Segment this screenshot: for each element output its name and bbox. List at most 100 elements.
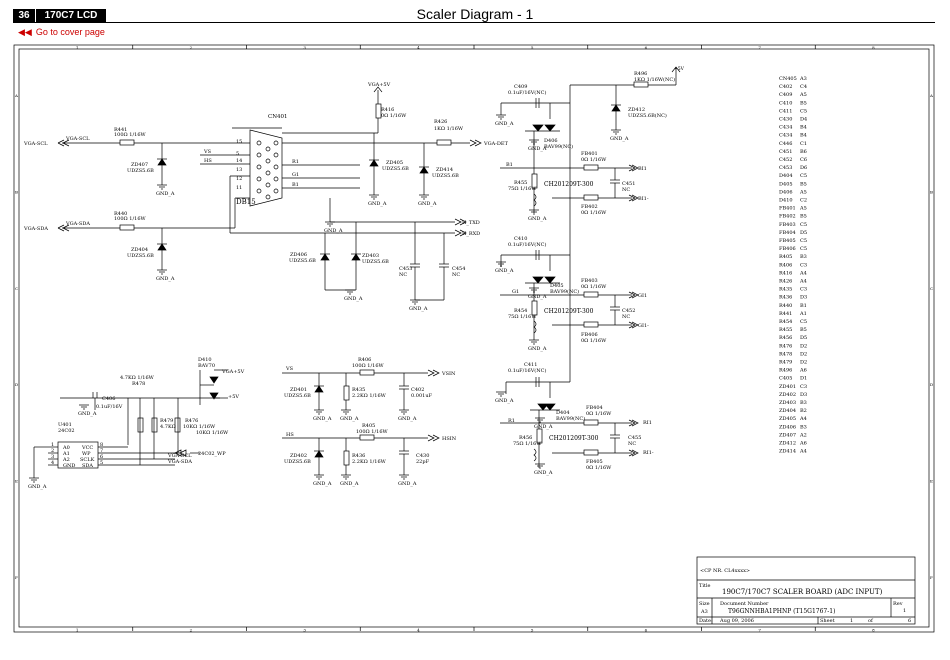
hs-label: HS: [204, 158, 212, 164]
vga-scl-label: VGA-SCL: [23, 141, 48, 147]
bom-part-ref: FB401: [779, 206, 796, 212]
eeprom-pin-wp: WP: [82, 451, 91, 457]
bom-part-ref: FB402: [779, 214, 796, 220]
r455-ref: R455: [514, 180, 527, 186]
rgb-block: [500, 98, 639, 213]
bom-part-ref: C434: [779, 125, 792, 131]
eeprom-pin-a0: A0: [62, 445, 70, 451]
bom-grid-loc: C3: [800, 384, 807, 390]
c452-value: NC: [622, 314, 630, 320]
frame-col-label: 8: [872, 45, 875, 50]
frame-col-label: 5: [531, 45, 534, 50]
bom-grid-loc: D2: [800, 351, 807, 357]
bom-grid-loc: A3: [799, 76, 807, 82]
bom-part-ref: ZD412: [779, 441, 796, 447]
r435-value: 2.2KΩ 1/16W: [352, 393, 387, 399]
d404-ref: D404: [556, 410, 570, 416]
frame-col-label: 1: [76, 45, 79, 50]
db15-pin: [265, 146, 271, 152]
bom-part-ref: ZD404: [779, 408, 796, 414]
cn401-label: CN401: [268, 114, 288, 120]
b1-label: B1: [292, 182, 299, 188]
rgb-block: [500, 377, 639, 468]
bom-part-ref: ZD401: [779, 384, 796, 390]
bom-part-ref: R416: [779, 270, 792, 276]
vga-sda-label-2: VGA-SDA: [65, 221, 90, 227]
ground-label: GND_A: [534, 470, 553, 476]
bom-grid-loc: A6: [799, 368, 807, 374]
ground-symbol: GND_A: [528, 339, 547, 352]
bom-grid-loc: B5: [800, 327, 807, 333]
frame-col-label: 3: [303, 628, 306, 633]
frame-col-label: 6: [645, 45, 648, 50]
eeprom-sda-label: VGA-SDA: [167, 459, 192, 465]
ground-symbol: GND_A: [528, 209, 547, 222]
ground-symbol: GND_A: [418, 194, 437, 207]
g1-in-label: G1: [512, 289, 519, 295]
d405-value: BAV99(NC): [550, 288, 579, 295]
zd412-diode: [611, 85, 621, 130]
size-value: A3: [700, 609, 708, 615]
db15-pin: [265, 182, 271, 188]
ri1-label: RI1: [643, 420, 652, 426]
gi1-label: GI1: [638, 293, 647, 299]
db15-pin: [273, 188, 279, 194]
bom-part-ref: C446: [779, 141, 792, 147]
hsin-label: HSIN: [442, 436, 457, 442]
eeprom-num-4: 4: [51, 460, 54, 466]
page-number: 36: [13, 9, 35, 22]
c402-ref: C402: [411, 387, 424, 393]
frame-row-label: C: [930, 286, 933, 291]
d404-value: BAV99(NC): [556, 415, 585, 422]
bom-grid-loc: A5: [799, 189, 807, 195]
zd406-value: UDZS5.6B: [289, 258, 316, 264]
c409-ref: C409: [514, 84, 527, 90]
bom-part-ref: R496: [779, 368, 792, 374]
c454-ref: C454: [452, 266, 465, 272]
zd403-diode: [351, 222, 361, 290]
frame-row-label: B: [930, 190, 933, 195]
frame-row-label: E: [15, 479, 18, 484]
db15-pin: [273, 152, 279, 158]
bom-part-ref: R476: [779, 343, 792, 349]
pin11-num: 11: [236, 185, 242, 191]
frame-col-label: 1: [76, 628, 79, 633]
zd406-ref: ZD406: [290, 252, 307, 258]
bom-grid-loc: D3: [800, 295, 807, 301]
r479-value: 4.7KΩ: [160, 424, 176, 430]
bom-grid-loc: A2: [799, 432, 807, 438]
ground-symbol: GND_A: [495, 114, 514, 127]
ground-symbol: GND_A: [344, 289, 363, 302]
ground-label: GND_A: [528, 294, 547, 300]
bom-part-ref: FB406: [779, 246, 796, 252]
zd405-diode: [369, 133, 379, 195]
frame-col-label: 3: [303, 45, 306, 50]
fb403-value: 0Ω 1/16W: [581, 284, 607, 290]
r478-ref: R478: [132, 381, 145, 387]
ground-symbol: GND_A: [313, 474, 332, 487]
cover-page-link[interactable]: ◀◀Go to cover page: [18, 27, 105, 38]
vga5v-eeprom-label: VGA+5V: [221, 369, 245, 375]
bom-grid-loc: B3: [800, 254, 807, 260]
bi1n-label: BI1-: [638, 196, 649, 202]
sync-conditioning: [282, 369, 440, 475]
frame-row-label: A: [929, 93, 933, 98]
eeprom-block: [33, 369, 228, 478]
pin13-num: 13: [236, 167, 242, 173]
ground-label: GND_A: [610, 136, 629, 142]
ground-symbol: GND_A: [156, 184, 175, 197]
ground-label: GND_A: [78, 411, 97, 417]
bom-part-ref: R440: [779, 303, 792, 309]
bom-grid-loc: D2: [800, 343, 807, 349]
pin14-num: 14: [236, 158, 242, 164]
ground-symbol: GND_A: [398, 474, 417, 487]
c453-ref: C453: [399, 266, 412, 272]
c455-value: NC: [628, 441, 636, 447]
h-rxd-label: H_RXD: [462, 231, 480, 237]
fb402-value: 0Ω 1/16W: [581, 210, 607, 216]
fb405-value: 0Ω 1/16W: [586, 465, 612, 471]
ch-g-label: CH201209T-300: [544, 308, 594, 315]
page-title: Scaler Diagram - 1: [416, 6, 534, 22]
